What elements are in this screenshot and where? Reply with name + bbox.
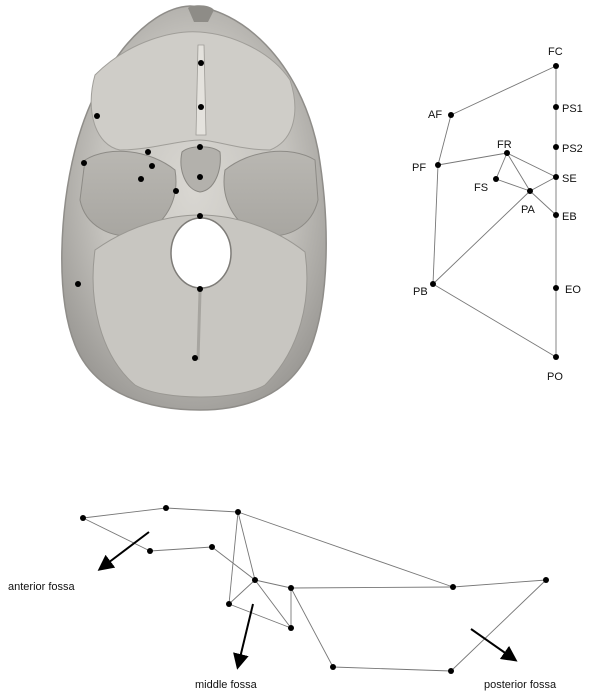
lateral-edge [229,580,255,604]
lateral-edge [150,547,212,551]
label-SE: SE [562,173,577,185]
label-EO: EO [565,284,581,296]
landmark-EO [553,285,559,291]
photo-landmark-dot [81,160,87,166]
lateral-wireframe: anterior fossa middle fossa posterior fo… [8,505,557,691]
photo-landmark-dot [192,355,198,361]
foramen-magnum [171,218,231,288]
edge-PA-SE [530,177,556,191]
lateral-edge [291,588,333,667]
label-PA: PA [521,204,536,216]
lateral-landmark [448,668,454,674]
photo-landmark-dot [197,286,203,292]
landmark-PS2 [553,144,559,150]
posterior-fossa-label: posterior fossa [484,679,557,691]
wireframe-edges [433,66,556,357]
landmark-PS1 [553,104,559,110]
lateral-landmark [543,577,549,583]
edge-FC-AF [451,66,556,115]
edge-FS-PA [496,179,530,191]
lateral-landmark [252,577,258,583]
lateral-landmark [288,585,294,591]
photo-landmark-dot [197,213,203,219]
lateral-edge [83,518,150,551]
lateral-landmark [288,625,294,631]
photo-landmark-dot [75,281,81,287]
landmark-AF [448,112,454,118]
photo-landmark-dot [94,113,100,119]
landmark-FS [493,176,499,182]
lateral-landmark [147,548,153,554]
middle-fossa-label: middle fossa [195,679,258,691]
edge-FR-FS [496,153,507,179]
label-FC: FC [548,46,563,58]
landmark-PB [430,281,436,287]
landmark-PO [553,354,559,360]
label-PS1: PS1 [562,103,583,115]
occipital-crest [198,292,200,360]
lateral-edges [83,508,546,671]
photo-landmark-dot [197,174,203,180]
label-AF: AF [428,109,442,121]
lateral-landmark [330,664,336,670]
photo-landmark-dot [198,104,204,110]
label-FS: FS [474,182,488,194]
wireframe-landmarks [430,63,559,360]
lateral-edge [238,512,453,587]
lateral-edge [333,667,451,671]
edge-PF-FR [438,153,507,165]
landmark-FC [553,63,559,69]
lateral-edge [238,512,255,580]
anterior-fossa-label: anterior fossa [8,581,76,593]
label-EB: EB [562,211,577,223]
crista-galli [196,45,206,135]
lateral-landmark [163,505,169,511]
landmark-PA [527,188,533,194]
lateral-landmark [80,515,86,521]
photo-landmark-dot [138,176,144,182]
label-PB: PB [413,286,428,298]
edge-PA-PB [433,191,530,284]
lateral-landmarks [80,505,549,674]
landmark-SE [553,174,559,180]
lateral-landmark [450,584,456,590]
lateral-edge [166,508,238,512]
lateral-edge [291,587,453,588]
label-PO: PO [547,371,563,383]
photo-landmark-dot [173,188,179,194]
skull-base-photo [62,5,326,410]
label-PF: PF [412,162,426,174]
lateral-edge [83,508,166,518]
landmark-wireframe: FC PS1 PS2 SE EB EO PO AF PF FR FS PA PB [412,46,583,383]
photo-landmark-dot [198,60,204,66]
label-FR: FR [497,139,512,151]
photo-landmark-dot [149,163,155,169]
landmark-EB [553,212,559,218]
edge-PB-PO [433,284,556,357]
edge-AF-PF [438,115,451,165]
edge-PF-PB [433,165,438,284]
lateral-edge [453,580,546,587]
middle-fossa-arrow [239,604,253,662]
photo-landmark-dot [145,149,151,155]
lateral-landmark [209,544,215,550]
label-PS2: PS2 [562,143,583,155]
lateral-edge [212,547,255,580]
landmark-PF [435,162,441,168]
lateral-edge [451,580,546,671]
photo-landmark-dot [197,144,203,150]
lateral-landmark [235,509,241,515]
lateral-edge [229,512,238,604]
anterior-fossa-arrow [104,532,149,566]
lateral-landmark [226,601,232,607]
